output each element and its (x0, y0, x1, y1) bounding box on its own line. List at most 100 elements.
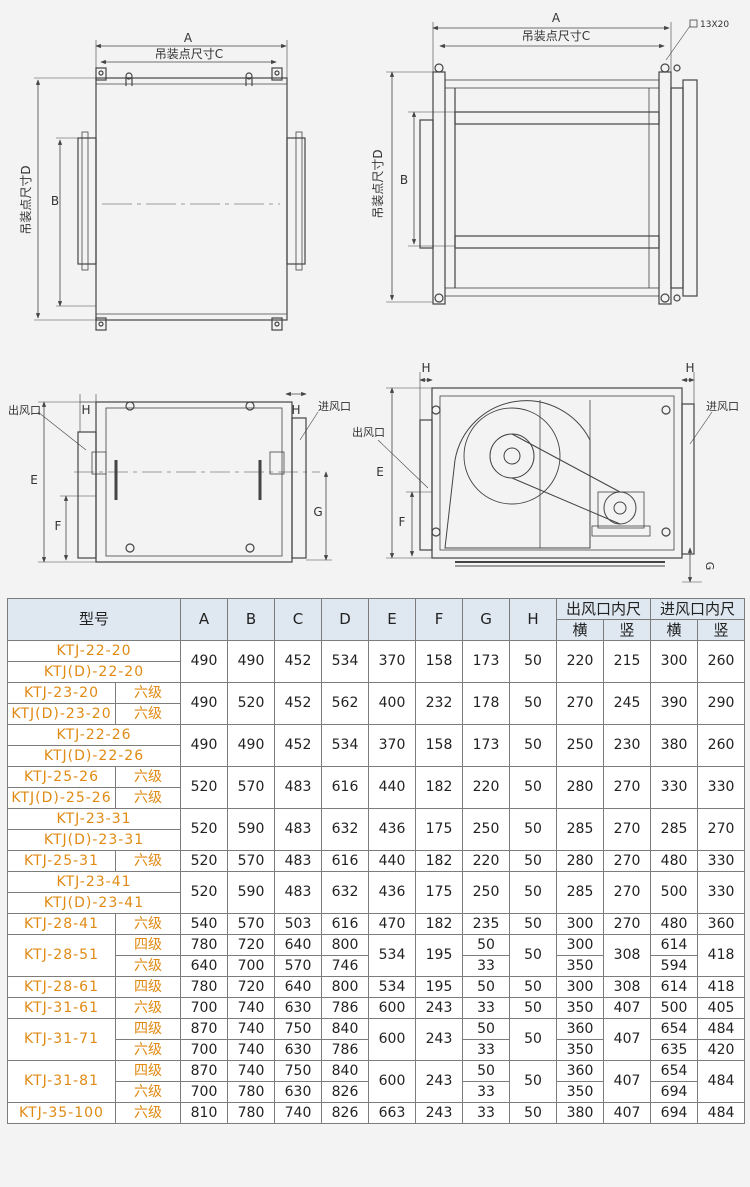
value-cell-A: 490 (180, 682, 229, 725)
model-cell: KTJ-31-81 (7, 1060, 116, 1103)
value-cell-A: 700 (180, 997, 229, 1019)
value-cell-F: 175 (415, 871, 464, 914)
label-outlet-topview: 出风口 (8, 403, 41, 417)
value-cell-D: 632 (321, 808, 370, 851)
header-dim-B: B (227, 598, 276, 641)
value-cell-out_h: 300 (556, 934, 605, 956)
value-cell-out_v: 407 (603, 1018, 652, 1061)
label-G-internal: G (703, 562, 716, 571)
grade-cell: 六级 (114, 682, 182, 704)
grade-cell: 六级 (114, 850, 182, 872)
value-cell-out_v: 270 (603, 808, 652, 851)
value-cell-A: 780 (180, 934, 229, 956)
value-cell-C: 630 (274, 1081, 323, 1103)
internal-view-drawing (377, 372, 713, 583)
value-cell-in_h: 654 (650, 1060, 699, 1082)
value-cell-H: 50 (509, 913, 558, 935)
grade-cell: 四级 (114, 1060, 182, 1082)
grade-cell: 六级 (114, 1039, 182, 1061)
label-D-side: 吊装点尺寸D (371, 149, 385, 218)
grade-cell: 六级 (114, 766, 182, 788)
value-cell-G: 33 (462, 997, 511, 1019)
model-cell: KTJ-28-41 (7, 913, 116, 935)
value-cell-H: 50 (509, 1102, 558, 1124)
model-cell: KTJ-31-61 (7, 997, 116, 1019)
value-cell-B: 590 (227, 871, 276, 914)
value-cell-D: 800 (321, 976, 370, 998)
grade-cell: 六级 (114, 1081, 182, 1103)
grade-cell: 四级 (114, 1018, 182, 1040)
model-cell: KTJ(D)-23-41 (6, 892, 182, 914)
value-cell-in_h: 390 (650, 682, 699, 725)
model-cell: KTJ(D)-23-31 (6, 829, 182, 851)
value-cell-out_v: 245 (603, 682, 652, 725)
value-cell-G: 173 (462, 724, 511, 767)
value-cell-A: 520 (180, 850, 229, 872)
label-H-internal-left: H (421, 361, 430, 375)
header-dim-D: D (321, 598, 370, 641)
value-cell-C: 483 (274, 871, 323, 914)
label-D-front: 吊装点尺寸D (19, 165, 33, 234)
grade-cell: 四级 (114, 976, 182, 998)
value-cell-in_v: 330 (697, 850, 746, 872)
value-cell-out_h: 285 (556, 871, 605, 914)
value-cell-H: 50 (509, 871, 558, 914)
value-cell-in_h: 654 (650, 1018, 699, 1040)
value-cell-out_h: 280 (556, 850, 605, 872)
value-cell-D: 786 (321, 997, 370, 1019)
value-cell-F: 243 (415, 1018, 464, 1061)
value-cell-in_h: 480 (650, 913, 699, 935)
grade-cell: 六级 (114, 913, 182, 935)
value-cell-out_v: 270 (603, 850, 652, 872)
value-cell-out_h: 270 (556, 682, 605, 725)
value-cell-in_v: 484 (697, 1018, 746, 1040)
value-cell-in_h: 614 (650, 976, 699, 998)
value-cell-G: 173 (462, 640, 511, 683)
value-cell-C: 750 (274, 1018, 323, 1040)
model-cell: KTJ(D)-25-26 (7, 787, 116, 809)
value-cell-in_h: 594 (650, 955, 699, 977)
value-cell-D: 840 (321, 1060, 370, 1082)
label-G-topview: G (313, 505, 322, 519)
value-cell-in_v: 418 (697, 934, 746, 977)
model-cell: KTJ-28-61 (7, 976, 116, 998)
value-cell-H: 50 (509, 997, 558, 1019)
value-cell-D: 840 (321, 1018, 370, 1040)
value-cell-F: 182 (415, 850, 464, 872)
value-cell-F: 182 (415, 766, 464, 809)
technical-drawings: A 吊装点尺寸C B 吊装点尺寸D 13X20 A 吊装点尺寸C B 吊 (0, 0, 750, 592)
value-cell-in_h: 300 (650, 640, 699, 683)
model-cell: KTJ-23-31 (6, 808, 182, 830)
table-row: KTJ(D)-23-41 (6, 892, 745, 914)
header-outlet: 出风口内尺 (556, 598, 652, 620)
value-cell-H: 50 (509, 850, 558, 872)
value-cell-E: 436 (368, 871, 417, 914)
value-cell-in_v: 405 (697, 997, 746, 1019)
label-H-topview-left: H (81, 403, 90, 417)
value-cell-out_h: 350 (556, 955, 605, 977)
value-cell-H: 50 (509, 682, 558, 725)
value-cell-C: 452 (274, 682, 323, 725)
value-cell-G: 250 (462, 808, 511, 851)
value-cell-in_v: 330 (697, 766, 746, 809)
value-cell-G: 33 (462, 955, 511, 977)
value-cell-C: 452 (274, 640, 323, 683)
value-cell-A: 810 (180, 1102, 229, 1124)
value-cell-F: 195 (415, 934, 464, 977)
value-cell-C: 570 (274, 955, 323, 977)
label-A-front: A (184, 31, 193, 45)
value-cell-out_h: 280 (556, 766, 605, 809)
value-cell-out_v: 230 (603, 724, 652, 767)
value-cell-out_v: 270 (603, 913, 652, 935)
value-cell-in_v: 418 (697, 976, 746, 998)
value-cell-in_h: 694 (650, 1081, 699, 1103)
